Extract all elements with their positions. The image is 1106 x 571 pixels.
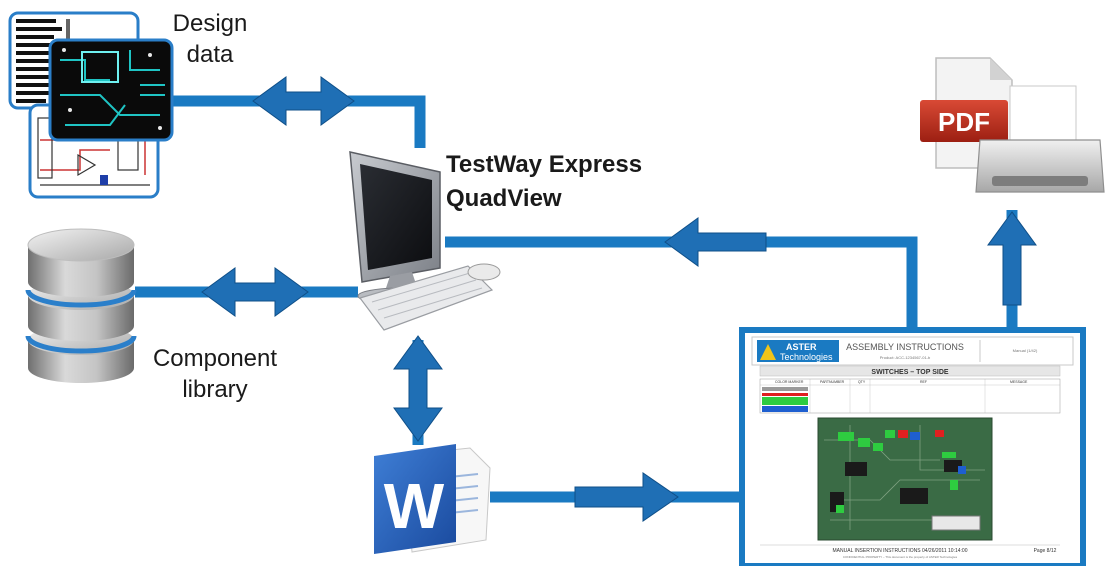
testway-label-line2: QuadView xyxy=(446,185,562,213)
component-library-label-line2: library xyxy=(182,376,248,404)
computer-icon xyxy=(349,151,501,331)
arrows xyxy=(201,76,1037,522)
doc-section-title: SWITCHES – TOP SIDE xyxy=(871,369,948,376)
doc-col-2: PARTNUMBER xyxy=(820,380,845,384)
doc-header-title: ASSEMBLY INSTRUCTIONS xyxy=(846,342,964,352)
database-icon xyxy=(25,228,137,383)
doc-footer-page: Page 8/12 xyxy=(1034,548,1057,554)
arrow-vertical-bidirectional xyxy=(393,335,443,442)
pdf-printer-icon: PDF xyxy=(920,57,1105,193)
doc-col-5: MESSAGE xyxy=(1010,380,1028,384)
doc-footer-sub: CONFIDENTIAL PROPERTY – This document is… xyxy=(843,555,958,559)
component-library-label-line1: Component xyxy=(152,345,278,372)
arrow-design-bidirectional xyxy=(252,76,355,126)
arrow-to-computer-left xyxy=(664,217,767,267)
doc-col-1: COLOR MARKER xyxy=(775,380,804,384)
design-data-icon xyxy=(8,11,174,199)
doc-header-sub: Product: ACC-1234567-01-b xyxy=(880,355,931,360)
doc-brand-line2: Technologies xyxy=(780,352,833,362)
connector-computer-to-doc xyxy=(445,236,918,332)
design-data-label-line1: Design xyxy=(172,10,248,37)
word-icon: W xyxy=(374,444,491,554)
arrow-word-to-doc-right xyxy=(574,472,679,522)
testway-label: TestWay Express QuadView xyxy=(446,148,642,216)
word-letter: W xyxy=(384,470,445,542)
doc-brand-line1: ASTER xyxy=(786,342,817,352)
arrow-to-printer-up xyxy=(987,211,1037,306)
assembly-document: ASTER Technologies ASSEMBLY INSTRUCTIONS… xyxy=(739,327,1086,569)
testway-label-line1: TestWay Express xyxy=(446,151,643,178)
doc-col-4: REF xyxy=(920,380,927,384)
doc-col-3: QTY xyxy=(858,380,866,384)
design-data-label-line2: data xyxy=(186,41,234,69)
doc-footer-main: MANUAL INSERTION INSTRUCTIONS 04/26/2011… xyxy=(833,548,968,554)
component-library-label: Component library xyxy=(135,343,295,405)
design-data-label: Design data xyxy=(150,8,270,70)
arrow-db-bidirectional xyxy=(201,267,309,317)
doc-header-right: Manual (1/42) xyxy=(1013,348,1038,353)
pdf-label: PDF xyxy=(938,107,990,137)
